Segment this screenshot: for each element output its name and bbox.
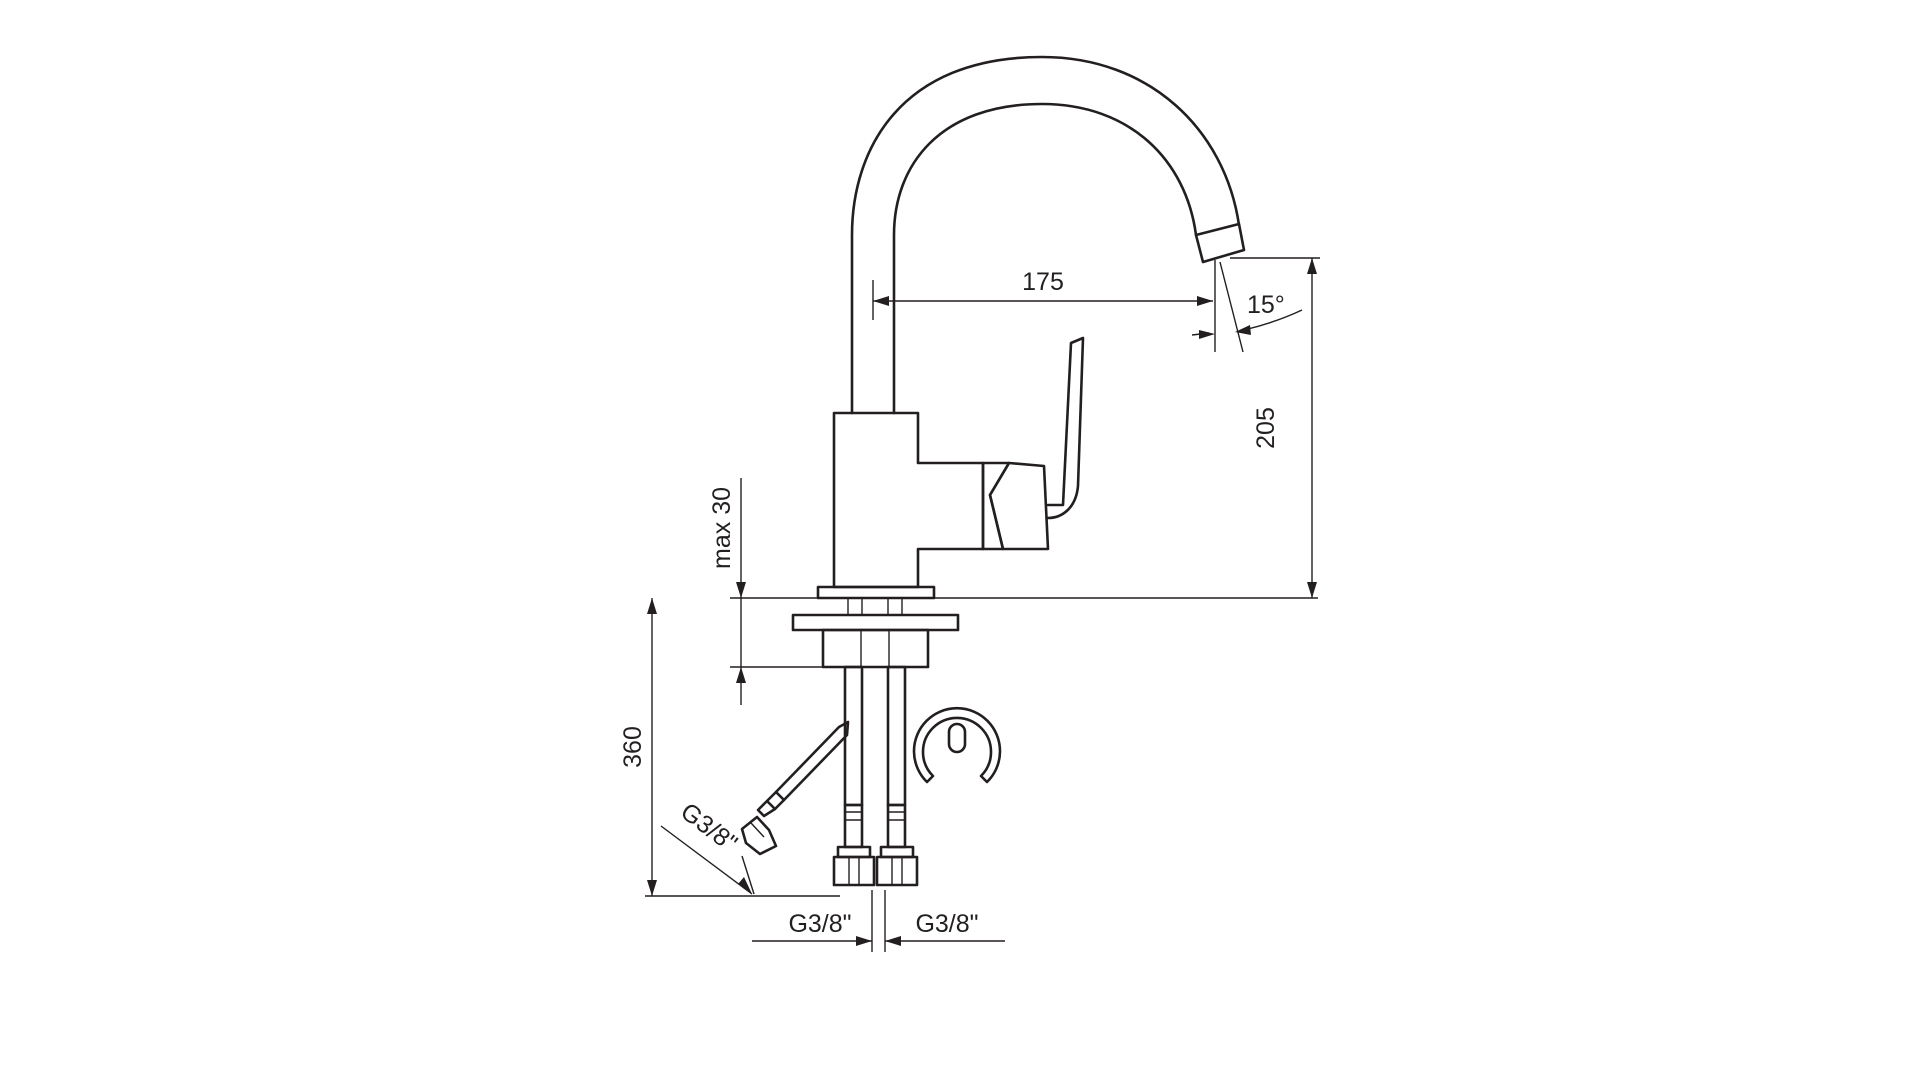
label-spout-height: 205 bbox=[1252, 407, 1280, 449]
label-connection-diagonal: G3/8" bbox=[675, 797, 742, 857]
mixer-body bbox=[832, 411, 985, 589]
dimension-hose-length: 360 bbox=[619, 598, 840, 897]
hose-right-vertical bbox=[875, 665, 919, 887]
dimension-spout-reach: 175 bbox=[872, 268, 1213, 320]
dimension-max-thickness: max 30 bbox=[708, 478, 746, 705]
base-flange bbox=[730, 585, 1318, 669]
label-connection-bottom-left: G3/8" bbox=[788, 910, 851, 938]
label-max-thickness: max 30 bbox=[708, 487, 736, 569]
threaded-studs bbox=[847, 597, 903, 616]
label-spout-reach: 175 bbox=[1022, 268, 1064, 296]
hose-diagonal bbox=[740, 720, 850, 856]
dimension-spout-angle: 15° bbox=[1191, 260, 1303, 353]
dimension-spout-height: 205 bbox=[1230, 257, 1320, 598]
dimension-connection-diagonal: G3/8" bbox=[660, 797, 755, 895]
lever-handle bbox=[981, 336, 1085, 551]
hose-left-vertical bbox=[832, 665, 876, 887]
mounting-clip bbox=[912, 706, 1002, 784]
label-spout-angle: 15° bbox=[1247, 291, 1285, 319]
spout bbox=[850, 55, 1246, 415]
label-connection-bottom-right: G3/8" bbox=[915, 910, 978, 938]
label-hose-length: 360 bbox=[619, 726, 647, 768]
dimension-connection-bottom: G3/8" G3/8" bbox=[752, 890, 1005, 952]
